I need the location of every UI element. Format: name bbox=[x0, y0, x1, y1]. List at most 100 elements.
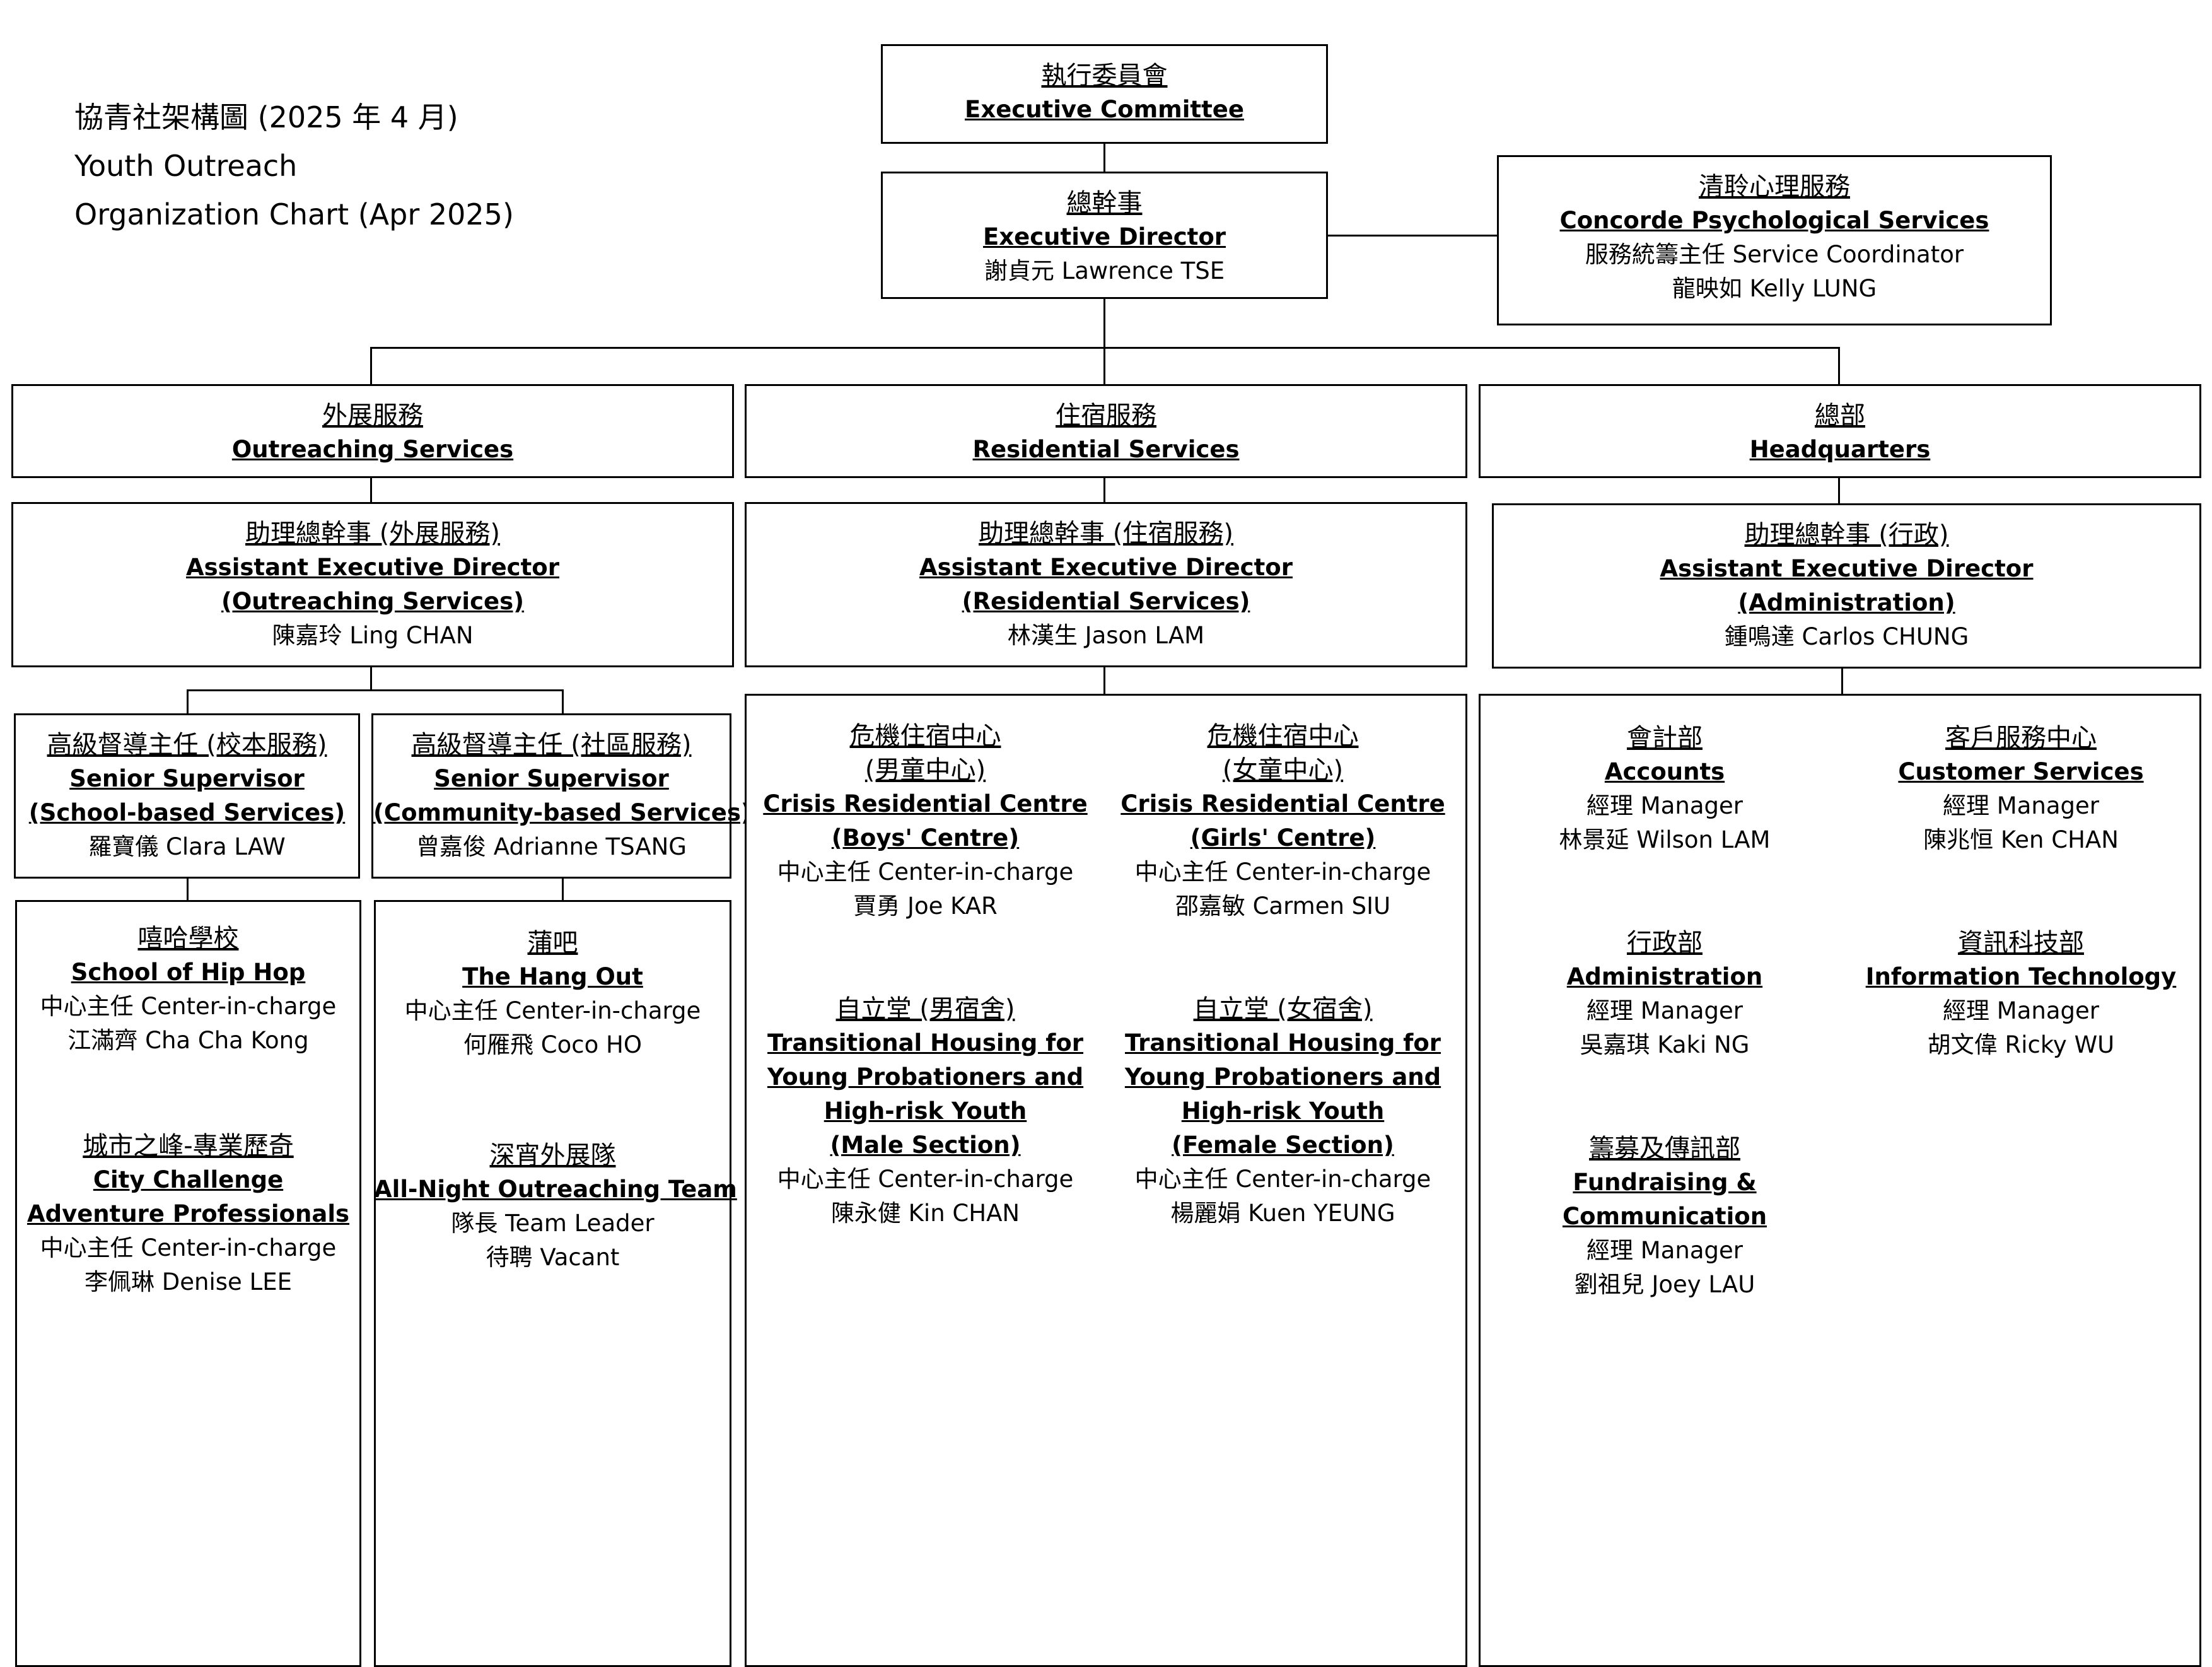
connector bbox=[1103, 666, 1105, 695]
connector bbox=[1838, 477, 1840, 505]
unit-city-zh: 城市之峰-專業歷奇 bbox=[83, 1132, 294, 1161]
aed-residential-en2: (Residential Services) bbox=[962, 588, 1250, 615]
unit-city-challenge: 城市之峰-專業歷奇 City Challenge Adventure Profe… bbox=[15, 1129, 361, 1299]
aed-outreach-person: 陳嘉玲 Ling CHAN bbox=[272, 622, 474, 649]
supervisor-community-person: 曾嘉俊 Adrianne TSANG bbox=[416, 833, 687, 860]
unit-th-male-role: 中心主任 Center-in-charge bbox=[777, 1166, 1074, 1193]
supervisor-community-box: 高級督導主任 (社區服務) Senior Supervisor (Communi… bbox=[371, 713, 752, 879]
unit-admin-role: 經理 Manager bbox=[1586, 997, 1743, 1024]
title-zh: 協青社架構圖 (2025 年 4 月) bbox=[74, 100, 458, 134]
aed-outreach-box: 助理總幹事 (外展服務) Assistant Executive Directo… bbox=[11, 502, 734, 667]
unit-allnight-role: 隊長 Team Leader bbox=[451, 1210, 655, 1237]
unit-boys-en1: Crisis Residential Centre bbox=[763, 790, 1088, 817]
executive-director-person: 謝貞元 Lawrence TSE bbox=[984, 257, 1225, 284]
connector bbox=[1327, 235, 1498, 237]
unit-customer-zh: 客戶服務中心 bbox=[1945, 723, 2097, 752]
concorde-box: 清聆心理服務 Concorde Psychological Services 服… bbox=[1497, 155, 2052, 325]
aed-residential-zh: 助理總幹事 (住宿服務) bbox=[979, 519, 1233, 548]
unit-hangout: 蒲吧 The Hang Out 中心主任 Center-in-charge 何雁… bbox=[374, 926, 731, 1062]
unit-boys-role: 中心主任 Center-in-charge bbox=[777, 858, 1074, 886]
executive-committee-zh: 執行委員會 bbox=[1041, 61, 1168, 90]
unit-th-female-en1: Transitional Housing for bbox=[1125, 1029, 1441, 1056]
unit-fund-person: 劉祖兒 Joey LAU bbox=[1574, 1271, 1755, 1298]
unit-hiphop: 嘻哈學校 School of Hip Hop 中心主任 Center-in-ch… bbox=[15, 921, 361, 1058]
unit-boys-zh1: 危機住宿中心 bbox=[849, 722, 1001, 751]
unit-city-en2: Adventure Professionals bbox=[26, 1200, 350, 1227]
connector bbox=[1103, 298, 1105, 348]
unit-fund-en1: Fundraising & bbox=[1573, 1169, 1757, 1196]
unit-fundraising: 籌募及傳訊部 Fundraising & Communication 經理 Ma… bbox=[1479, 1132, 1851, 1302]
supervisor-school-person: 羅寶儀 Clara LAW bbox=[88, 833, 286, 860]
division-residential-zh: 住宿服務 bbox=[1056, 401, 1156, 430]
connector bbox=[187, 877, 189, 901]
division-outreach-en: Outreaching Services bbox=[231, 436, 514, 463]
division-hq-box: 總部 Headquarters bbox=[1479, 384, 2201, 478]
unit-admin-en: Administration bbox=[1566, 963, 1763, 990]
unit-th-female-en3: High-risk Youth bbox=[1181, 1097, 1385, 1125]
connector bbox=[1103, 347, 1105, 385]
unit-accounts-en: Accounts bbox=[1604, 758, 1725, 785]
unit-th-male-en1: Transitional Housing for bbox=[767, 1029, 1083, 1056]
unit-boys-centre: 危機住宿中心 (男童中心) Crisis Residential Centre … bbox=[745, 719, 1106, 923]
unit-accounts: 會計部 Accounts 經理 Manager 林景延 Wilson LAM bbox=[1479, 721, 1851, 857]
executive-director-en: Executive Director bbox=[983, 223, 1226, 250]
aed-residential-person: 林漢生 Jason LAM bbox=[1007, 622, 1205, 649]
concorde-en: Concorde Psychological Services bbox=[1559, 207, 1989, 234]
aed-residential-box: 助理總幹事 (住宿服務) Assistant Executive Directo… bbox=[745, 502, 1467, 667]
chart-title: 協青社架構圖 (2025 年 4 月) Youth Outreach Organ… bbox=[74, 93, 514, 239]
supervisor-community-en1: Senior Supervisor bbox=[434, 765, 669, 792]
unit-accounts-person: 林景延 Wilson LAM bbox=[1559, 826, 1771, 853]
aed-outreach-en1: Assistant Executive Director bbox=[186, 554, 559, 581]
unit-transitional-female: 自立堂 (女宿舍) Transitional Housing for Young… bbox=[1102, 992, 1464, 1231]
unit-hangout-zh: 蒲吧 bbox=[527, 928, 578, 957]
unit-it-person: 胡文偉 Ricky WU bbox=[1927, 1031, 2115, 1058]
supervisor-school-en1: Senior Supervisor bbox=[69, 765, 305, 792]
aed-outreach-en2: (Outreaching Services) bbox=[221, 588, 525, 615]
unit-th-female-en4: (Female Section) bbox=[1172, 1132, 1394, 1159]
unit-allnight-en: All-Night Outreaching Team bbox=[374, 1176, 737, 1203]
unit-customer-services: 客戶服務中心 Customer Services 經理 Manager 陳兆恒 … bbox=[1835, 721, 2207, 857]
unit-administration: 行政部 Administration 經理 Manager 吳嘉琪 Kaki N… bbox=[1479, 926, 1851, 1062]
aed-hq-person: 鍾鳴達 Carlos CHUNG bbox=[1724, 623, 1969, 650]
unit-fund-zh: 籌募及傳訊部 bbox=[1589, 1134, 1740, 1163]
connector bbox=[187, 689, 189, 715]
division-hq-en: Headquarters bbox=[1749, 436, 1931, 463]
community-units-container bbox=[374, 900, 731, 1667]
connector bbox=[1838, 347, 1840, 385]
division-residential-en: Residential Services bbox=[972, 436, 1240, 463]
concorde-role: 服務統籌主任 Service Coordinator bbox=[1585, 241, 1964, 268]
unit-th-male-en2: Young Probationers and bbox=[767, 1063, 1084, 1091]
hq-units-container bbox=[1479, 694, 2201, 1667]
unit-accounts-zh: 會計部 bbox=[1627, 723, 1703, 752]
aed-hq-en2: (Administration) bbox=[1738, 589, 1955, 616]
aed-hq-box: 助理總幹事 (行政) Assistant Executive Director … bbox=[1492, 503, 2201, 669]
unit-girls-en1: Crisis Residential Centre bbox=[1121, 790, 1445, 817]
supervisor-community-en2: (Community-based Services) bbox=[373, 799, 752, 826]
unit-customer-person: 陳兆恒 Ken CHAN bbox=[1923, 826, 2119, 853]
supervisor-community-zh: 高級督導主任 (社區服務) bbox=[411, 730, 692, 759]
unit-fund-en2: Communication bbox=[1562, 1203, 1767, 1230]
concorde-person: 龍映如 Kelly LUNG bbox=[1672, 275, 1877, 302]
connector bbox=[1103, 143, 1105, 173]
aed-hq-en1: Assistant Executive Director bbox=[1660, 555, 2034, 582]
division-outreach-box: 外展服務 Outreaching Services bbox=[11, 384, 734, 478]
unit-th-male-person: 陳永健 Kin CHAN bbox=[830, 1200, 1020, 1227]
unit-th-female-en2: Young Probationers and bbox=[1124, 1063, 1441, 1091]
concorde-zh: 清聆心理服務 bbox=[1699, 172, 1850, 201]
executive-director-box: 總幹事 Executive Director 謝貞元 Lawrence TSE bbox=[881, 172, 1328, 299]
unit-girls-centre: 危機住宿中心 (女童中心) Crisis Residential Centre … bbox=[1102, 719, 1464, 923]
unit-th-female-person: 楊麗娟 Kuen YEUNG bbox=[1170, 1200, 1395, 1227]
school-units-container bbox=[15, 900, 361, 1667]
unit-admin-person: 吳嘉琪 Kaki NG bbox=[1580, 1031, 1750, 1058]
aed-residential-en1: Assistant Executive Director bbox=[919, 554, 1293, 581]
unit-th-female-role: 中心主任 Center-in-charge bbox=[1134, 1166, 1431, 1193]
unit-hangout-role: 中心主任 Center-in-charge bbox=[404, 997, 701, 1024]
unit-boys-zh2: (男童中心) bbox=[864, 756, 986, 785]
unit-boys-person: 賈勇 Joe KAR bbox=[853, 892, 998, 920]
unit-girls-en2: (Girls' Centre) bbox=[1190, 824, 1376, 851]
connector bbox=[370, 477, 372, 503]
unit-it-role: 經理 Manager bbox=[1943, 997, 2099, 1024]
unit-boys-en2: (Boys' Centre) bbox=[831, 824, 1020, 851]
connector bbox=[1841, 667, 1843, 695]
unit-it-en: Information Technology bbox=[1865, 963, 2177, 990]
